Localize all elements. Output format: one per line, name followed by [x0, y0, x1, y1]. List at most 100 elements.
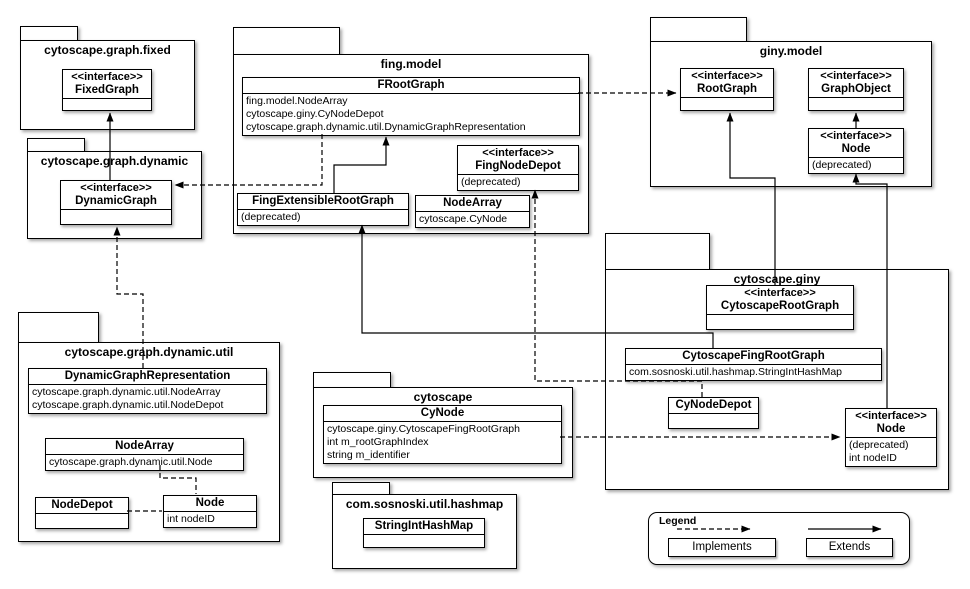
class-stringinthashmap: StringIntHashMap: [363, 518, 485, 548]
class-title: Node: [164, 496, 256, 512]
class-attribute: com.sosnoski.util.hashmap.StringIntHashM…: [629, 366, 843, 378]
class-title: NodeDepot: [36, 498, 128, 514]
class-nodearrayfing: NodeArray cytoscape.CyNode: [415, 195, 530, 228]
class-attributes: com.sosnoski.util.hashmap.StringIntHashM…: [626, 365, 881, 380]
class-name: FingExtensibleRootGraph: [252, 195, 394, 207]
class-name: RootGraph: [696, 83, 758, 95]
class-attribute: int m_rootGraphIndex: [327, 436, 429, 448]
class-attribute: cytoscape.graph.dynamic.util.NodeArray: [32, 386, 221, 398]
legend-extends-label: Extends: [806, 538, 893, 557]
class-fingnodedepot: <<interface>>FingNodeDepot(deprecated): [457, 145, 579, 191]
class-stereotype: <<interface>>: [855, 410, 927, 422]
class-title: NodeArray: [46, 439, 243, 455]
class-stereotype: <<interface>>: [482, 147, 554, 159]
class-attributes: cytoscape.CyNode: [416, 212, 529, 227]
class-title: FRootGraph: [243, 78, 579, 94]
package-title: giny.model: [759, 44, 823, 58]
class-nodecygi: <<interface>>Node(deprecated)int nodeID: [845, 408, 937, 467]
class-name: Node: [841, 143, 871, 155]
class-attribute: cytoscape.CyNode: [419, 213, 508, 225]
package-title: cytoscape.graph.fixed: [44, 43, 171, 57]
class-name: NodeArray: [443, 197, 502, 209]
class-fingextensiblerootgraph: FingExtensibleRootGraph (deprecated): [237, 193, 409, 226]
class-attributes: cytoscape.graph.dynamic.util.Node: [46, 455, 243, 470]
class-name: CyNodeDepot: [675, 399, 752, 411]
class-attributes: (deprecated): [458, 175, 578, 190]
package-title: cytoscape.graph.dynamic: [40, 154, 189, 168]
class-attributes: int nodeID: [164, 512, 256, 527]
class-title: <<interface>>Node: [809, 129, 903, 158]
legend-title: Legend: [659, 515, 697, 527]
class-name: CytoscapeRootGraph: [720, 300, 840, 312]
package-title: cytoscape.graph.dynamic.util: [64, 345, 234, 359]
class-name: FingNodeDepot: [475, 160, 561, 172]
class-title: <<interface>>Node: [846, 409, 936, 438]
package-tab-cytoscape-graph-dynamic-util: [18, 312, 99, 346]
class-empty-compartment: [707, 315, 853, 329]
class-name: DynamicGraphRepresentation: [64, 370, 231, 382]
package-title: fing.model: [380, 57, 442, 71]
class-stereotype: <<interface>>: [820, 70, 892, 82]
class-title: StringIntHashMap: [364, 519, 484, 535]
class-attribute: string m_identifier: [327, 449, 410, 461]
class-name: GraphObject: [821, 83, 891, 95]
class-attribute: (deprecated): [812, 159, 872, 171]
class-stereotype: <<interface>>: [744, 287, 816, 299]
class-attribute: cytoscape.graph.dynamic.util.NodeDepot: [32, 399, 224, 411]
class-title: <<interface>>CytoscapeRootGraph: [707, 286, 853, 315]
class-attribute: int nodeID: [849, 452, 897, 464]
class-title: <<interface>>GraphObject: [809, 69, 903, 98]
class-stereotype: <<interface>>: [71, 71, 143, 83]
class-attributes: (deprecated): [238, 210, 408, 225]
class-title: <<interface>>DynamicGraph: [61, 181, 171, 210]
class-name: DynamicGraph: [75, 195, 157, 207]
package-tab-cytoscape-giny: [605, 233, 710, 273]
class-title: CyNode: [324, 406, 561, 422]
class-empty-compartment: [61, 210, 171, 224]
class-empty-compartment: [669, 414, 758, 428]
class-attributes: (deprecated)int nodeID: [846, 438, 936, 466]
class-attribute: cytoscape.giny.CyNodeDepot: [246, 108, 384, 120]
class-title: DynamicGraphRepresentation: [29, 369, 266, 385]
class-title: <<interface>>RootGraph: [681, 69, 773, 98]
package-title: com.sosnoski.util.hashmap: [345, 497, 504, 511]
package-tab-fing-model: [233, 27, 340, 58]
package-title: cytoscape: [413, 390, 473, 404]
class-cytoscapefingrootgraph: CytoscapeFingRootGraph com.sosnoski.util.…: [625, 348, 882, 381]
class-title: FingExtensibleRootGraph: [238, 194, 408, 210]
class-name: CytoscapeFingRootGraph: [682, 350, 825, 362]
class-attribute: (deprecated): [241, 211, 301, 223]
class-fixedgraph: <<interface>>FixedGraph: [62, 69, 152, 111]
class-name: CyNode: [420, 407, 465, 419]
class-attribute: (deprecated): [849, 439, 909, 451]
class-empty-compartment: [364, 535, 484, 547]
class-title: <<interface>>FingNodeDepot: [458, 146, 578, 175]
class-name: Node: [195, 497, 225, 509]
class-title: NodeArray: [416, 196, 529, 212]
class-empty-compartment: [809, 98, 903, 110]
class-cynodedepot: CyNodeDepot: [668, 397, 759, 429]
class-empty-compartment: [36, 514, 128, 528]
class-name: Node: [876, 423, 906, 435]
class-title: CytoscapeFingRootGraph: [626, 349, 881, 365]
class-attribute: (deprecated): [461, 176, 521, 188]
class-stereotype: <<interface>>: [820, 130, 892, 142]
class-name: NodeArray: [115, 440, 174, 452]
class-nodeutil: Node int nodeID: [163, 495, 257, 528]
class-empty-compartment: [681, 98, 773, 110]
class-stereotype: <<interface>>: [691, 70, 763, 82]
class-dynamicgraphrepresentation: DynamicGraphRepresentation cytoscape.grap…: [28, 368, 267, 414]
class-attribute: fing.model.NodeArray: [246, 95, 348, 107]
class-stereotype: <<interface>>: [80, 182, 152, 194]
class-attributes: (deprecated): [809, 158, 903, 173]
class-empty-compartment: [63, 99, 151, 110]
class-dynamicgraph: <<interface>>DynamicGraph: [60, 180, 172, 225]
class-name: FRootGraph: [377, 79, 445, 91]
class-nodedepotutil: NodeDepot: [35, 497, 129, 529]
class-rootgraph: <<interface>>RootGraph: [680, 68, 774, 111]
class-cynode: CyNode cytoscape.giny.CytoscapeFingRootGr…: [323, 405, 562, 464]
